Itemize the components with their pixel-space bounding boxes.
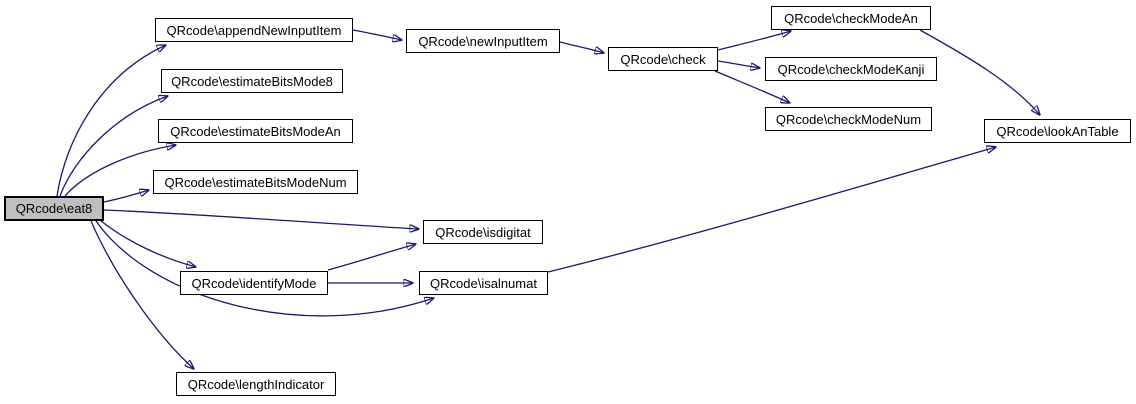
edge-check-checkmodenum bbox=[714, 70, 790, 103]
node-qrcode-estimatebitsmode8[interactable]: QRcode\estimateBitsMode8 bbox=[161, 69, 343, 93]
edge-eat8-estimatebitsmodenum bbox=[103, 190, 149, 203]
edge-newinputitem-check bbox=[559, 41, 604, 53]
edge-eat8-appendnewinputitem bbox=[56, 45, 166, 197]
node-qrcode-lookantable[interactable]: QRcode\lookAnTable bbox=[984, 119, 1131, 143]
edge-eat8-estimatebitsmode8 bbox=[59, 96, 168, 197]
edge-isalnumat-lookantable bbox=[547, 147, 996, 273]
edge-eat8-lengthindicator bbox=[90, 220, 194, 369]
edge-appendnewinputitem-newinputitem bbox=[352, 29, 402, 40]
edge-eat8-isdigitat bbox=[103, 209, 419, 229]
node-qrcode-isalnumat[interactable]: QRcode\isalnumat bbox=[419, 271, 548, 295]
edge-eat8-estimatebitsmodean bbox=[64, 145, 176, 197]
node-qrcode-check[interactable]: QRcode\check bbox=[608, 47, 718, 71]
edge-eat8-isalnumat bbox=[95, 220, 434, 317]
node-qrcode-identifymode[interactable]: QRcode\identifyMode bbox=[180, 271, 328, 295]
node-qrcode-isdigitat[interactable]: QRcode\isdigitat bbox=[423, 220, 543, 244]
edge-checkmodean-lookantable bbox=[919, 29, 1040, 115]
edge-check-checkmodean bbox=[717, 31, 791, 51]
node-qrcode-estimatebitsmodenum[interactable]: QRcode\estimateBitsModeNum bbox=[153, 170, 358, 194]
node-qrcode-checkmodean[interactable]: QRcode\checkModeAn bbox=[771, 6, 931, 30]
edge-check-checkmodekanji bbox=[717, 60, 760, 68]
node-qrcode-newinputitem[interactable]: QRcode\newInputItem bbox=[406, 29, 560, 53]
node-qrcode-appendnewinputitem[interactable]: QRcode\appendNewInputItem bbox=[155, 18, 353, 42]
node-qrcode-lengthindicator[interactable]: QRcode\lengthIndicator bbox=[176, 372, 336, 396]
node-qrcode-checkmodenum[interactable]: QRcode\checkModeNum bbox=[765, 107, 932, 131]
node-qrcode-checkmodekanji[interactable]: QRcode\checkModeKanji bbox=[765, 57, 937, 81]
node-qrcode-estimatebitsmodean[interactable]: QRcode\estimateBitsModeAn bbox=[158, 119, 353, 143]
edge-eat8-identifymode bbox=[100, 220, 196, 267]
edge-identifymode-isdigitat bbox=[327, 244, 416, 271]
node-qrcode-eat8[interactable]: QRcode\eat8 bbox=[4, 196, 104, 221]
